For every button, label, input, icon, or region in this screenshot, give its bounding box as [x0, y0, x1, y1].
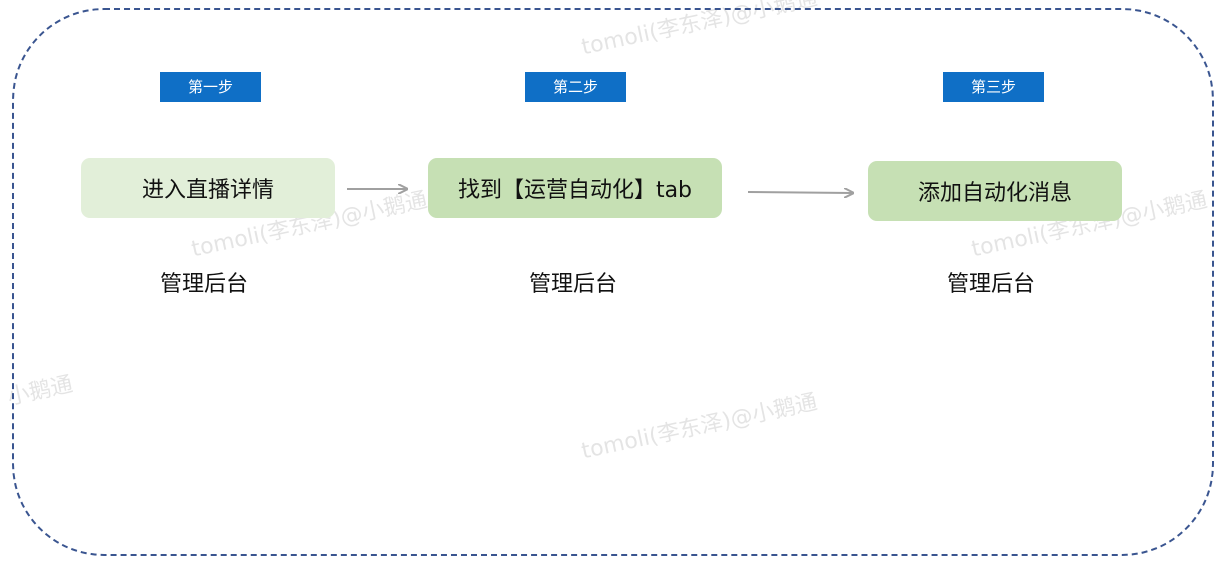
- sub-label-2: 管理后台: [528, 272, 617, 297]
- node-enter-live-detail: 进入直播详情: [81, 158, 335, 218]
- node-find-tab: 找到【运营自动化】tab: [428, 158, 722, 218]
- step-tag-3: 第三步: [943, 72, 1044, 102]
- dashed-container: [12, 8, 1214, 556]
- node-add-auto-message: 添加自动化消息: [868, 161, 1122, 221]
- arrow-step2-to-step3: [747, 192, 852, 193]
- step-tag-2: 第二步: [525, 72, 626, 102]
- sub-label-3: 管理后台: [946, 272, 1035, 297]
- step-tag-1: 第一步: [160, 72, 261, 102]
- sub-label-1: 管理后台: [159, 272, 248, 297]
